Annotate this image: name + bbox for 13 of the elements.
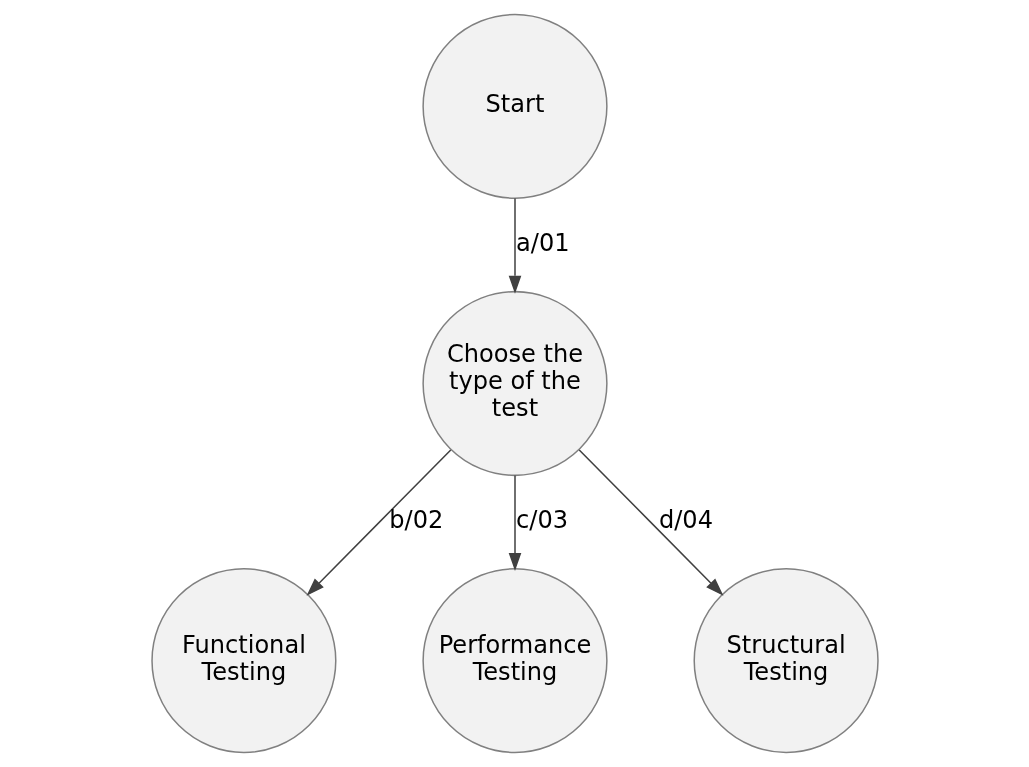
edge-label: a/01 — [515, 228, 570, 257]
arrow — [306, 449, 451, 596]
node-circle: Choose the type of the test — [421, 290, 608, 477]
node-circle: Functional Testing — [150, 568, 337, 754]
node-circle: Start — [421, 13, 608, 199]
edge-label: b/02 — [388, 505, 443, 534]
node-circle: Performance Testing — [421, 568, 608, 754]
node-circle: Structural Testing — [692, 568, 879, 754]
arrow — [508, 474, 521, 571]
arrow — [508, 197, 521, 294]
arrow — [578, 449, 723, 596]
edge-label: c/03 — [515, 505, 568, 534]
edge-label: d/04 — [658, 505, 713, 534]
